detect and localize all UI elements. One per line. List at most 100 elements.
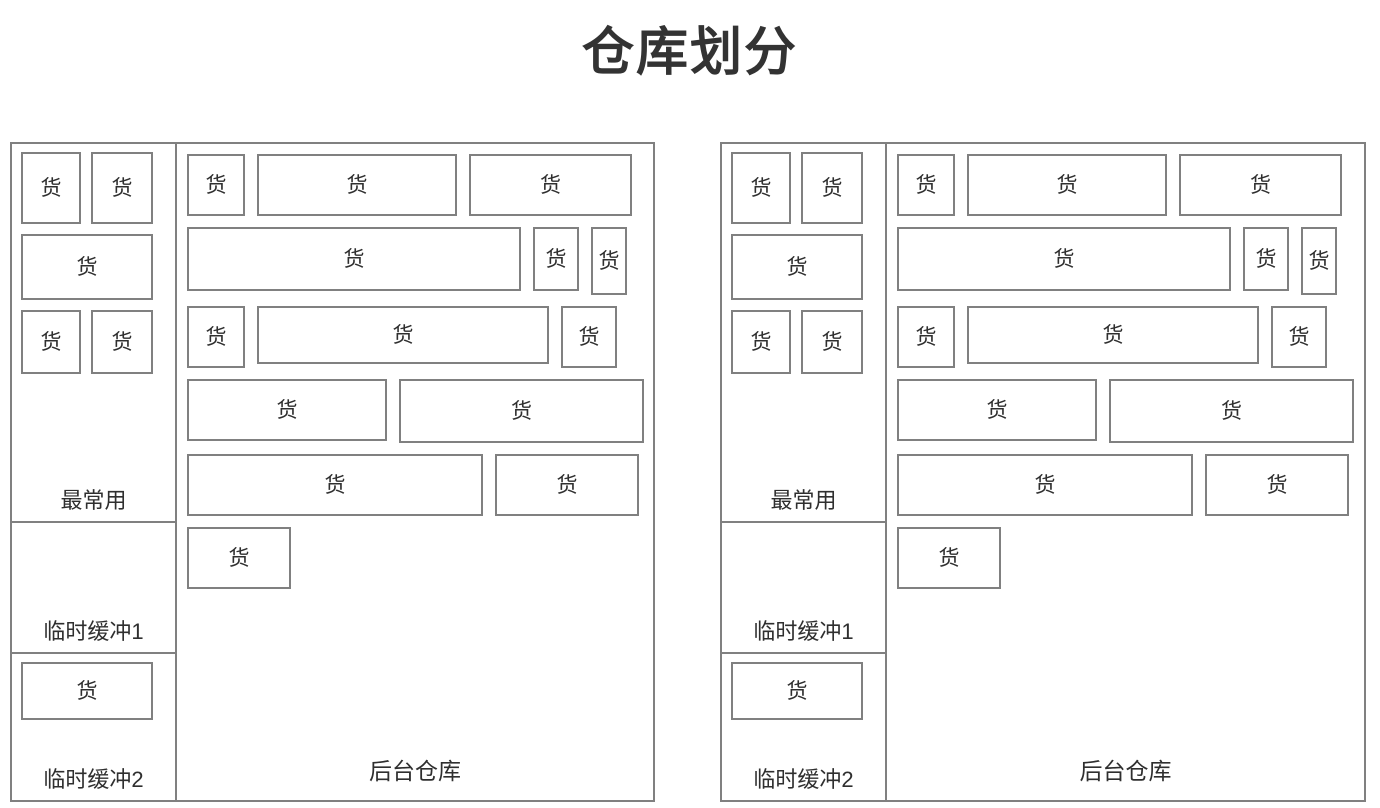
pallet-goods[interactable]: 货 <box>1271 306 1327 368</box>
pallet-goods[interactable]: 货 <box>187 227 521 291</box>
pallet-goods[interactable]: 货 <box>897 454 1193 516</box>
pallet-label: 货 <box>1250 173 1271 197</box>
pallet-label: 货 <box>786 255 808 279</box>
pallet-label: 货 <box>1221 399 1242 423</box>
pallet-label: 货 <box>205 173 227 197</box>
pallet-row: 货 <box>897 527 1364 589</box>
pallet-row: 货货 <box>897 454 1364 516</box>
pallet-row: 货货货 <box>187 227 653 295</box>
pallet-goods[interactable]: 货 <box>731 662 863 720</box>
pallet-goods[interactable]: 货 <box>187 306 245 368</box>
pallet-goods[interactable]: 货 <box>731 310 791 374</box>
pallet-goods[interactable]: 货 <box>187 379 387 441</box>
zone-backstage-right[interactable]: 货货货货货货货货货货货货货货后台仓库 <box>887 144 1364 800</box>
pallet-goods[interactable]: 货 <box>469 154 632 216</box>
zone-label-backstage: 后台仓库 <box>369 758 461 784</box>
pallet-goods[interactable]: 货 <box>897 227 1231 291</box>
pallet-row: 货货货 <box>187 306 653 368</box>
pallet-goods[interactable]: 货 <box>1109 379 1354 443</box>
pallet-row: 货 <box>21 234 166 300</box>
zone-label-most-used: 最常用 <box>770 488 837 513</box>
pallet-goods[interactable]: 货 <box>1205 454 1349 516</box>
zone-buffer-2[interactable]: 货临时缓冲2 <box>12 652 175 800</box>
pallet-label: 货 <box>915 325 937 349</box>
pallet-row: 货 <box>731 234 876 300</box>
pallet-row: 货货货 <box>897 306 1364 368</box>
pallet-goods[interactable]: 货 <box>21 310 81 374</box>
page-title: 仓库划分 <box>581 24 798 82</box>
pallet-goods[interactable]: 货 <box>1243 227 1289 291</box>
zone-label-buffer-2: 临时缓冲2 <box>43 767 144 792</box>
pallet-row: 货货货 <box>187 154 653 216</box>
pallet-goods[interactable]: 货 <box>897 306 955 368</box>
pallet-label: 货 <box>40 330 62 354</box>
pallet-goods[interactable]: 货 <box>967 154 1167 216</box>
zone-buffer-2[interactable]: 货临时缓冲2 <box>722 652 885 800</box>
pallet-label: 货 <box>556 473 578 497</box>
pallet-row: 货货 <box>731 152 876 224</box>
pallet-goods[interactable]: 货 <box>21 662 153 720</box>
pallet-goods[interactable]: 货 <box>257 306 549 364</box>
pallet-goods[interactable]: 货 <box>591 227 627 295</box>
pallet-label: 货 <box>821 176 843 200</box>
pallet-goods[interactable]: 货 <box>801 152 863 224</box>
pallet-label: 货 <box>1288 325 1310 349</box>
pallet-label: 货 <box>76 679 98 703</box>
zone-buffer-1[interactable]: 临时缓冲1 <box>12 521 175 652</box>
pallet-goods[interactable]: 货 <box>533 227 579 291</box>
pallet-goods[interactable]: 货 <box>91 152 153 224</box>
pallet-label: 货 <box>392 323 414 347</box>
pallet-goods[interactable]: 货 <box>21 152 81 224</box>
pallet-label: 货 <box>786 679 808 703</box>
pallet-goods[interactable]: 货 <box>731 234 863 300</box>
pallet-label: 货 <box>1308 249 1330 273</box>
pallet-label: 货 <box>324 473 346 497</box>
zone-label-backstage: 后台仓库 <box>1079 758 1172 784</box>
pallet-goods[interactable]: 货 <box>495 454 639 516</box>
pallet-goods[interactable]: 货 <box>897 154 955 216</box>
pallet-label: 货 <box>1266 473 1288 497</box>
pallet-goods[interactable]: 货 <box>187 454 483 516</box>
pallet-goods[interactable]: 货 <box>731 152 791 224</box>
pallet-row: 货 <box>731 662 876 720</box>
pallet-goods[interactable]: 货 <box>187 527 291 589</box>
pallet-goods[interactable]: 货 <box>801 310 863 374</box>
pallet-label: 货 <box>598 249 620 273</box>
pallet-goods[interactable]: 货 <box>399 379 644 443</box>
zone-most-used[interactable]: 货货货货货最常用 <box>722 144 885 521</box>
pallet-row: 货货货 <box>897 154 1364 216</box>
pallet-goods[interactable]: 货 <box>91 310 153 374</box>
pallet-goods[interactable]: 货 <box>967 306 1259 364</box>
pallet-row: 货货 <box>21 152 166 224</box>
zone-most-used[interactable]: 货货货货货最常用 <box>12 144 175 521</box>
pallet-label: 货 <box>111 176 133 200</box>
pallet-label: 货 <box>228 546 250 570</box>
pallet-goods[interactable]: 货 <box>897 527 1001 589</box>
zone-backstage-left[interactable]: 货货货货货货货货货货货货货货后台仓库 <box>177 144 653 800</box>
pallet-row: 货货 <box>21 310 166 374</box>
pallet-goods[interactable]: 货 <box>257 154 457 216</box>
pallet-goods[interactable]: 货 <box>1301 227 1337 295</box>
pallet-label: 货 <box>1034 473 1056 497</box>
pallet-goods[interactable]: 货 <box>897 379 1097 441</box>
pallet-label: 货 <box>343 247 365 271</box>
pallet-label: 货 <box>276 398 298 422</box>
zone-label-most-used: 最常用 <box>60 488 127 513</box>
pallet-goods[interactable]: 货 <box>1179 154 1342 216</box>
pallet-row: 货货 <box>187 454 653 516</box>
pallet-goods[interactable]: 货 <box>187 154 245 216</box>
zone-label-buffer-2: 临时缓冲2 <box>753 767 854 792</box>
pallet-row: 货货 <box>187 379 653 443</box>
pallet-label: 货 <box>821 330 843 354</box>
pallet-label: 货 <box>511 399 532 423</box>
zone-label-buffer-1: 临时缓冲1 <box>43 619 144 644</box>
pallet-goods[interactable]: 货 <box>21 234 153 300</box>
pallet-label: 货 <box>540 173 561 197</box>
pallet-goods[interactable]: 货 <box>561 306 617 368</box>
pallet-row: 货货货 <box>897 227 1364 295</box>
zone-buffer-1[interactable]: 临时缓冲1 <box>722 521 885 652</box>
